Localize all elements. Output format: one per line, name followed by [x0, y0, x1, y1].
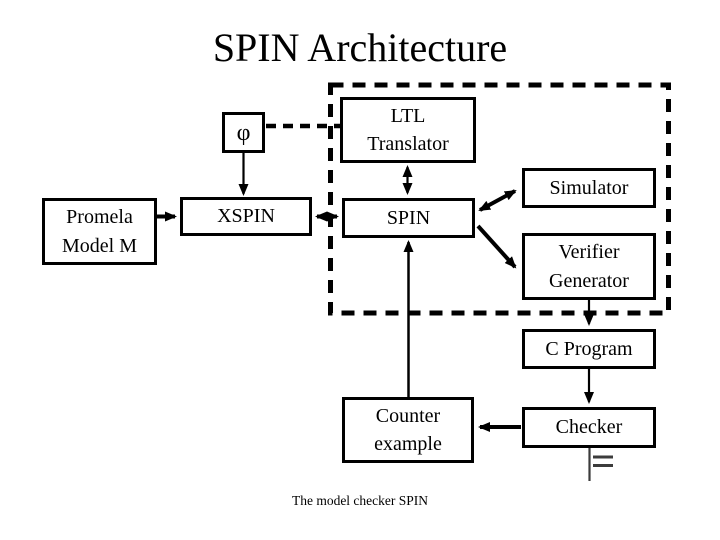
simulator-label: Simulator [549, 176, 629, 199]
checker-label: Checker [555, 416, 623, 439]
phi-formula-box: φ [222, 112, 265, 153]
c-program-box: C Program [522, 329, 656, 369]
verifier-generator-label: Verifier Generator [549, 241, 629, 292]
promela-model-label: Promela Model M [62, 206, 137, 257]
xspin-label: XSPIN [217, 205, 275, 228]
ltl-translator-box: LTL Translator [340, 97, 476, 163]
slide-caption: The model checker SPIN [291, 493, 429, 508]
models-icon [588, 447, 613, 481]
verifier-generator-box: Verifier Generator [522, 233, 656, 300]
checker-box: Checker [522, 407, 656, 448]
c-program-label: C Program [545, 337, 633, 360]
counter-example-box: Counter example [342, 397, 474, 463]
page-title: SPIN Architecture [212, 25, 508, 70]
dashed-group-border [328, 82, 671, 316]
phi-formula-label: φ [236, 119, 251, 146]
spin-box: SPIN [342, 198, 475, 238]
arrow-spin-to-verifier [476, 224, 517, 269]
counter-example-label: Counter example [374, 404, 442, 455]
arrow-spin-simulator-bidirectional [478, 189, 517, 212]
xspin-box: XSPIN [180, 197, 312, 236]
simulator-box: Simulator [522, 168, 656, 208]
promela-model-box: Promela Model M [42, 198, 157, 265]
ltl-translator-label: LTL Translator [367, 104, 449, 155]
spin-label: SPIN [386, 206, 431, 229]
